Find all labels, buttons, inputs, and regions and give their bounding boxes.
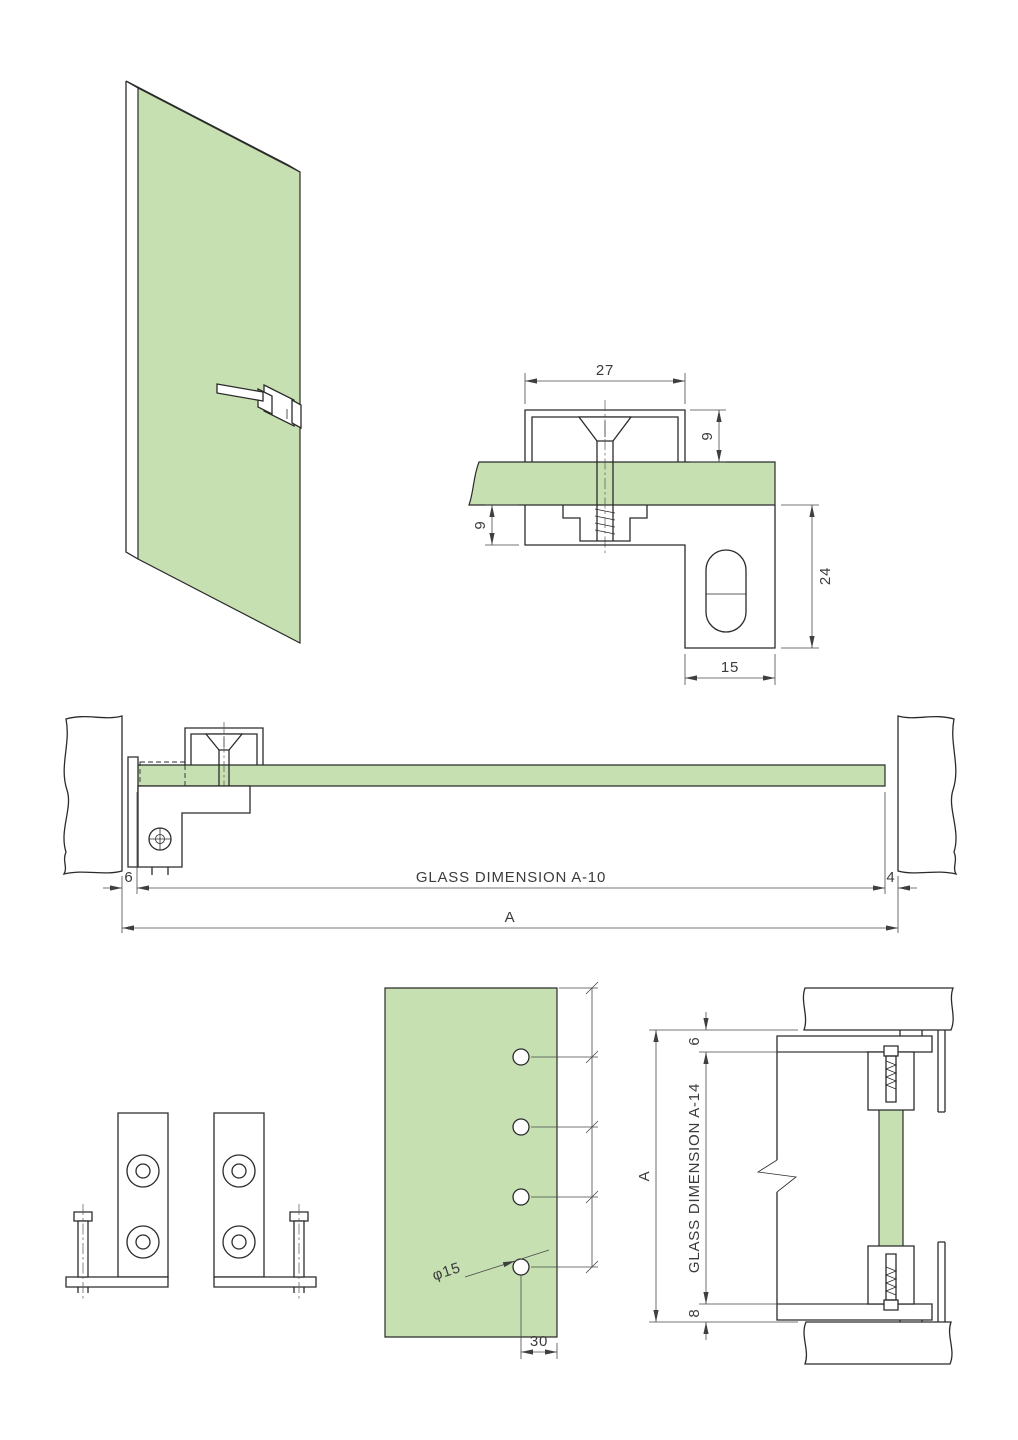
door-glass-panel xyxy=(137,87,301,644)
drill-hole xyxy=(512,1258,530,1276)
drill-glass-panel xyxy=(384,987,558,1338)
bottom-rail-bar xyxy=(776,1303,933,1321)
bottom-wall xyxy=(803,1321,953,1365)
glass-drilling-view: φ15 30 xyxy=(384,981,599,1359)
hinge-base xyxy=(65,1276,169,1288)
bottom-pin-cap xyxy=(883,1299,899,1311)
top-transom-bar xyxy=(776,1035,933,1053)
dim-9-left-label: 9 xyxy=(472,520,489,529)
hinge-hole-inner xyxy=(231,1163,247,1179)
plan-screw-shaft xyxy=(218,750,230,801)
wall-cover-profiles xyxy=(937,1030,946,1322)
plan-pin-lines xyxy=(151,867,169,875)
dim-4-label: 4 xyxy=(886,869,895,886)
detail-mounting-plate xyxy=(524,505,776,649)
drill-hole xyxy=(512,1118,530,1136)
hinge-pin-tail xyxy=(77,1287,89,1293)
bottom-pin-spring xyxy=(884,1266,898,1296)
hinge-plate-elevations xyxy=(65,1112,317,1301)
detail-glass-section xyxy=(468,461,776,506)
top-pin-spring xyxy=(884,1060,898,1090)
isometric-door-view xyxy=(125,80,302,644)
hinge-pin-cap xyxy=(73,1211,93,1222)
wall-bracket-plate xyxy=(127,756,139,868)
left-wall xyxy=(62,715,123,875)
dim-24-label: 24 xyxy=(817,567,834,585)
hole-leader-tail xyxy=(514,1249,550,1262)
hinge-pin-cap xyxy=(289,1211,309,1222)
hinge-plate-left xyxy=(65,1112,169,1301)
hinge-hole-inner xyxy=(231,1234,247,1250)
dim-15-label: 15 xyxy=(721,659,739,676)
right-wall xyxy=(897,715,958,875)
dim-6-label: 6 xyxy=(124,869,133,886)
door-latch xyxy=(291,398,302,430)
top-wall xyxy=(802,987,954,1031)
handle-lever xyxy=(216,383,264,402)
door-handle xyxy=(216,383,302,430)
dim-27-label: 27 xyxy=(596,362,614,379)
hinge-hole-inner xyxy=(135,1234,151,1250)
detail-clamp-jaw xyxy=(562,505,648,542)
fitting-detail-view: 27 9 9 24 15 xyxy=(468,362,834,685)
detail-screw-shaft xyxy=(596,441,614,541)
plan-glass-panel xyxy=(136,764,886,787)
plan-dim-extensions xyxy=(121,792,899,933)
dim-30-extensions xyxy=(520,1275,558,1359)
drill-dim-ticks xyxy=(585,981,599,1274)
dim-30-label: 30 xyxy=(530,1333,548,1350)
horizontal-plan-section: 6 GLASS DIMENSION A-10 4 A xyxy=(62,715,958,933)
vertical-elevation-section: A GLASS DIMENSION A-14 6 8 xyxy=(636,987,954,1365)
hinge-base xyxy=(213,1276,317,1288)
drill-hole-extensions xyxy=(531,987,598,1268)
dim-27-extensions xyxy=(524,373,686,404)
drill-hole xyxy=(512,1188,530,1206)
dim-6-top-label: 6 xyxy=(686,1036,703,1045)
hinge-plate-right xyxy=(213,1112,317,1301)
bottom-clamp xyxy=(867,1245,915,1305)
plan-fitting-body xyxy=(137,785,251,868)
detail-keyhole-slot xyxy=(705,549,747,633)
door-edge-lines xyxy=(125,80,301,560)
glass-dimension-a14-label: GLASS DIMENSION A-14 xyxy=(686,1083,703,1273)
dim-8-bottom-label: 8 xyxy=(686,1308,703,1317)
dim-24-extensions xyxy=(781,504,819,649)
dim-a-vertical-label: A xyxy=(636,1171,653,1182)
top-pin xyxy=(885,1055,897,1103)
top-pin-cap xyxy=(883,1045,899,1057)
hole-leader-arrow xyxy=(464,1260,516,1278)
break-symbol xyxy=(756,1159,797,1193)
dim-9-left-extensions xyxy=(485,504,519,546)
dim-9-right-label: 9 xyxy=(699,431,716,440)
drill-hole xyxy=(512,1048,530,1066)
keyhole-screw-cross xyxy=(149,828,171,850)
top-clamp xyxy=(867,1051,915,1111)
elev-dim-extensions xyxy=(649,1029,866,1323)
wall-anchor-lines xyxy=(899,1030,923,1322)
bottom-pin xyxy=(885,1253,897,1301)
glass-dimension-a10-label: GLASS DIMENSION A-10 xyxy=(416,869,606,886)
hinge-pin-tail xyxy=(293,1287,305,1293)
dim-a-label: A xyxy=(505,909,516,926)
hinge-hole-inner xyxy=(135,1163,151,1179)
